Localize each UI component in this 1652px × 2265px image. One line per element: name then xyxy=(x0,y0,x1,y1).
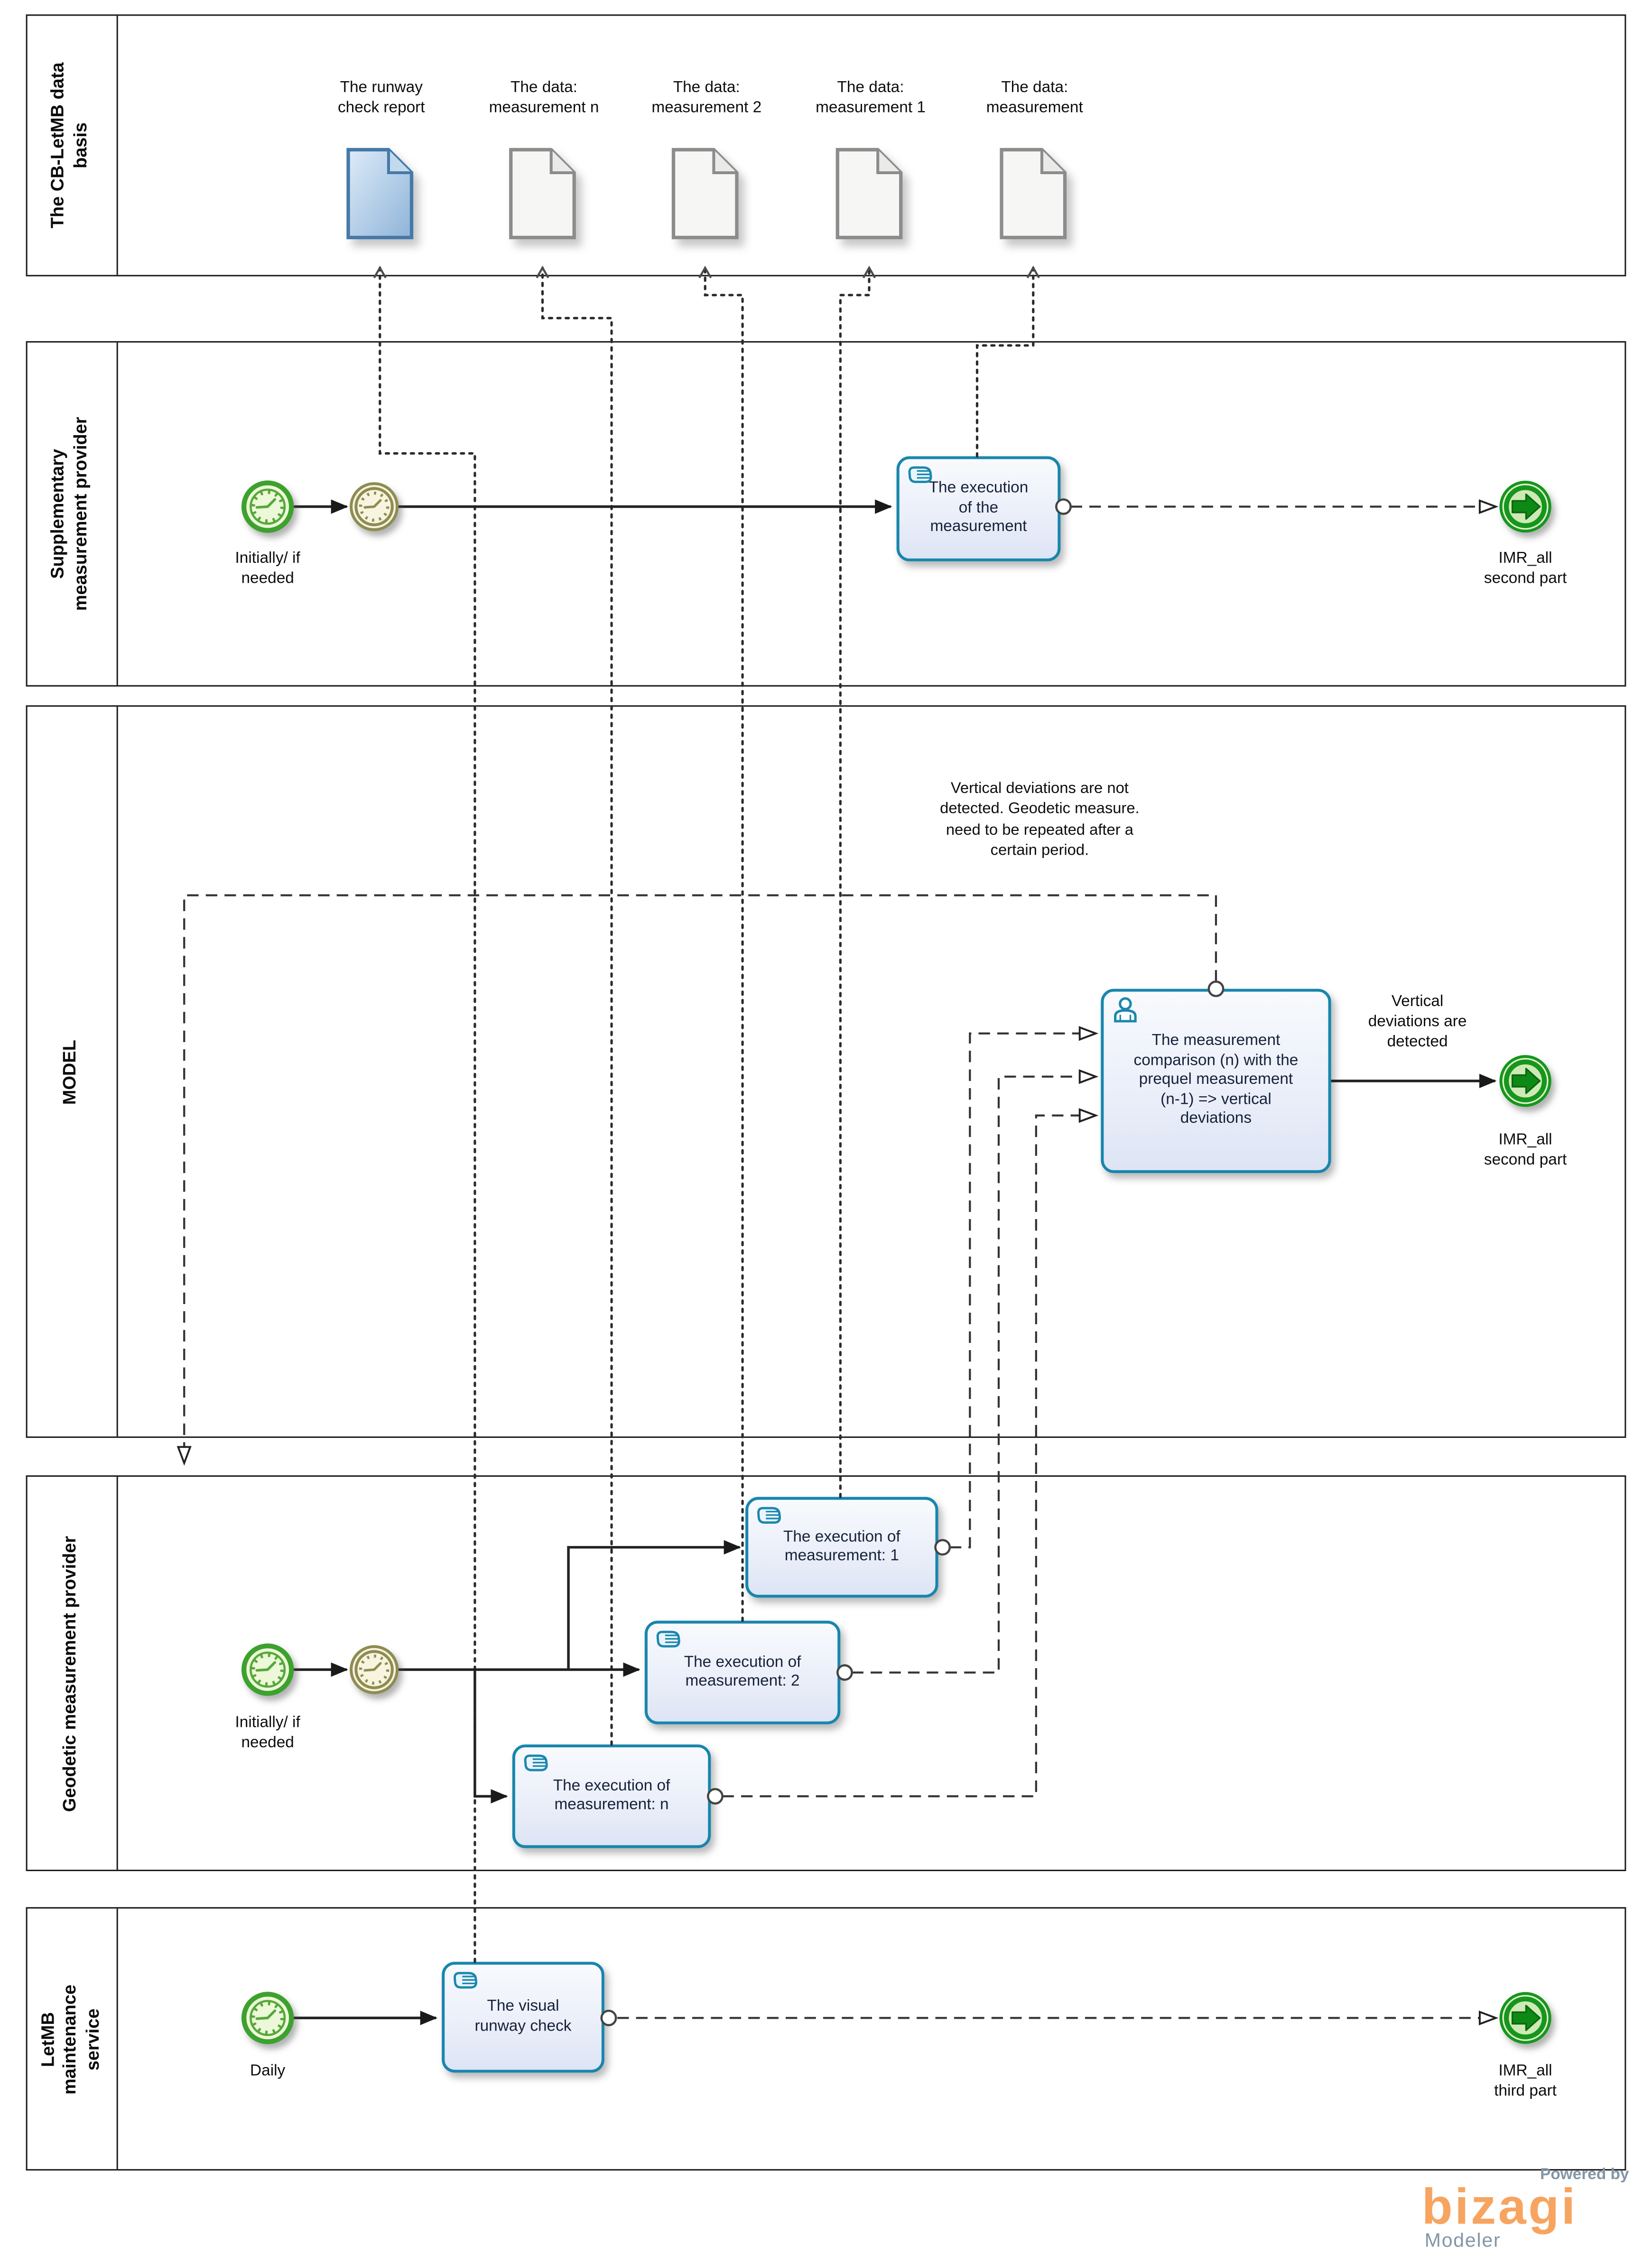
doc-label-measurement-1: The data: measurement 1 xyxy=(816,79,926,117)
data-object-measurement[interactable] xyxy=(999,145,1068,240)
document-icon xyxy=(509,148,576,240)
task-execution-of-the-measurement[interactable]: The execution of the measurement xyxy=(896,456,1061,561)
task-label: The measurement comparison (n) with the … xyxy=(1133,1033,1299,1128)
hand-icon xyxy=(757,1507,781,1524)
label-imr-all-second-part-1: IMR_all second part xyxy=(1484,550,1567,587)
lane-bar xyxy=(28,1908,118,2169)
doc-label-measurement: The data: measurement xyxy=(986,79,1083,117)
task-execution-measurement-2[interactable]: The execution of measurement: 2 xyxy=(644,1621,841,1724)
powered-by-text: Powered by xyxy=(1540,2166,1629,2184)
label-initially-if-needed-2: Initially/ if needed xyxy=(235,1714,300,1752)
modeler-text: Modeler xyxy=(1424,2230,1501,2252)
lane-label-geodetic: Geodetic measurement provider xyxy=(59,1535,80,1811)
task-execution-measurement-1[interactable]: The execution of measurement: 1 xyxy=(745,1497,938,1598)
lane-label-cb-letmb: The CB-LetMB data basis xyxy=(48,62,91,229)
task-visual-runway-check[interactable]: The visual runway check xyxy=(442,1962,604,2073)
label-imr-all-second-part-2: IMR_all second part xyxy=(1484,1131,1567,1169)
label-daily: Daily xyxy=(250,2062,286,2080)
lane-bar xyxy=(28,16,118,275)
data-object-measurement-n[interactable] xyxy=(508,145,577,240)
hand-icon xyxy=(656,1631,680,1648)
lane-bar xyxy=(28,1476,118,1870)
task-label: The execution of the measurement xyxy=(928,480,1029,536)
person-icon xyxy=(1114,997,1137,1023)
document-icon xyxy=(835,148,903,240)
lane-label-model: MODEL xyxy=(59,1039,80,1104)
task-label: The visual runway check xyxy=(474,1998,572,2035)
lane-label-letmb: LetMB maintenance service xyxy=(37,1984,102,2094)
bizagi-wordmark: bizagi xyxy=(1421,2179,1578,2236)
data-object-measurement-2[interactable] xyxy=(670,145,740,240)
hand-icon xyxy=(454,1972,478,1989)
pool-model xyxy=(26,705,1626,1438)
pool-supplementary-provider xyxy=(26,341,1626,687)
task-label: The execution of measurement: 2 xyxy=(684,1653,801,1690)
data-object-measurement-1[interactable] xyxy=(835,145,904,240)
document-icon xyxy=(1000,148,1067,240)
task-execution-measurement-n[interactable]: The execution of measurement: n xyxy=(512,1744,711,1848)
label-vertical-deviations-detected: Vertical deviations are detected xyxy=(1368,993,1467,1051)
hand-icon xyxy=(908,466,932,483)
doc-label-runway-check-report: The runway check report xyxy=(337,79,425,117)
task-label: The execution of measurement: 1 xyxy=(783,1528,900,1565)
annotation-vertical-deviations-not-detected: Vertical deviations are not detected. Ge… xyxy=(940,780,1140,859)
pool-cb-letmb-data-basis xyxy=(26,14,1626,277)
document-icon xyxy=(671,148,739,240)
label-imr-all-third-part: IMR_all third part xyxy=(1494,2062,1557,2100)
document-icon xyxy=(346,148,414,240)
task-label: The execution of measurement: n xyxy=(553,1777,670,1814)
label-initially-if-needed-1: Initially/ if needed xyxy=(235,550,300,587)
lane-bar xyxy=(28,342,118,685)
lane-bar xyxy=(28,707,118,1437)
lane-label-supplementary: Supplementary measurement provider xyxy=(48,417,91,611)
task-measurement-comparison[interactable]: The measurement comparison (n) with the … xyxy=(1101,988,1331,1173)
hand-icon xyxy=(524,1754,548,1771)
pool-letmb-maintenance xyxy=(26,1907,1626,2171)
bizagi-logo: Powered by bizagi Modeler xyxy=(1422,2166,1635,2252)
doc-label-measurement-n: The data: measurement n xyxy=(489,79,599,117)
data-object-runway-check-report[interactable] xyxy=(345,145,415,240)
doc-label-measurement-2: The data: measurement 2 xyxy=(651,79,762,117)
